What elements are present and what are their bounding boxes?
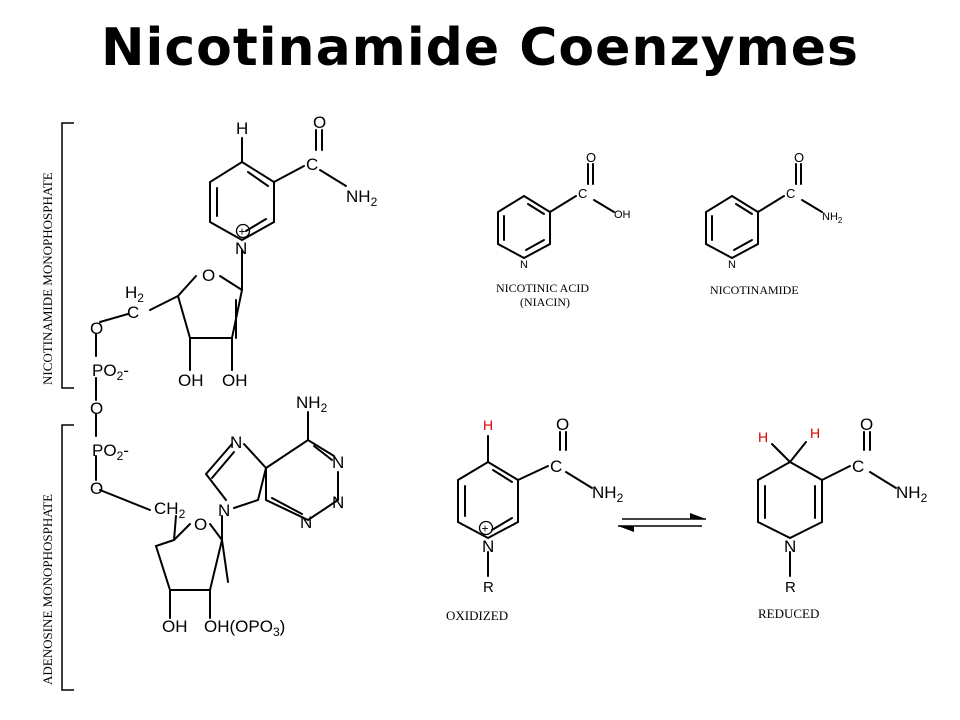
oxidized-label: OXIDIZED xyxy=(446,608,508,623)
nad-n-ad2: N xyxy=(332,453,344,472)
nad-plus-circle xyxy=(235,223,251,239)
oxidized-nh2: NH2 xyxy=(592,483,624,505)
oxidized-n: N xyxy=(482,537,494,556)
nad-ch2-2: CH2 xyxy=(154,499,186,521)
nad-o-ribose1: O xyxy=(202,266,215,285)
reduced-r: R xyxy=(785,579,796,596)
nad-o-link1: O xyxy=(90,319,103,338)
nad-o-ribose2: O xyxy=(194,515,207,534)
nad-plus: + xyxy=(239,225,246,239)
nicotinic-acid-oh: OH xyxy=(614,209,631,221)
nad-n-ad3: N xyxy=(332,493,344,512)
nicotinic-acid-structure xyxy=(497,163,615,260)
nad-oh2b: OH(OPO3) xyxy=(204,617,285,639)
reduced-structure xyxy=(757,431,897,577)
oxidized-c: C xyxy=(550,457,562,476)
nad-o-amide: O xyxy=(313,113,326,132)
nad-ch2-1-h: H2 xyxy=(125,283,144,305)
nicotinic-acid-label-2: (NIACIN) xyxy=(520,295,570,309)
reduced-h2: H xyxy=(810,425,820,441)
equilibrium-arrows xyxy=(618,513,706,532)
page-title: Nicotinamide Coenzymes xyxy=(100,18,860,78)
nad-ch2-1-c: C xyxy=(127,303,139,322)
nad-o-link2: O xyxy=(90,479,103,498)
nad-oh2a: OH xyxy=(162,617,188,636)
nad-oh1b: OH xyxy=(222,371,248,390)
label-adenosine-monophosphate: ADENOSINE MONOPHOSPHATE xyxy=(40,494,55,685)
nad-n-ad4: N xyxy=(300,513,312,532)
nad-h-top: H xyxy=(236,119,248,138)
reduced-n: N xyxy=(784,537,796,556)
oxidized-r: R xyxy=(483,579,494,596)
nad-po2-1: PO2- xyxy=(92,361,129,383)
nad-o-bridge: O xyxy=(90,399,103,418)
reduced-c: C xyxy=(852,457,864,476)
oxidized-h: H xyxy=(483,417,493,433)
oxidized-structure xyxy=(457,431,593,577)
nad-n-ring: N xyxy=(235,239,247,258)
nad-po2-2: PO2- xyxy=(92,441,129,463)
nad-oh1a: OH xyxy=(178,371,204,390)
nicotinic-acid-label-1: NICOTINIC ACID xyxy=(496,281,589,295)
nad-nh2-amide: NH2 xyxy=(346,187,378,209)
nicotinic-acid-o: O xyxy=(586,150,596,165)
nicotinamide-nh2: NH2 xyxy=(822,211,843,225)
reduced-label: REDUCED xyxy=(758,606,819,621)
nad-n-ad5: N xyxy=(218,501,230,520)
bracket-adenosine-monophosphate xyxy=(61,424,74,691)
nicotinamide-c: C xyxy=(786,186,795,201)
reduced-o: O xyxy=(860,415,873,434)
nicotinic-acid-n: N xyxy=(520,259,528,271)
reduced-h1: H xyxy=(758,429,768,445)
bracket-nicotinamide-monophosphate xyxy=(61,122,74,389)
reduced-nh2: NH2 xyxy=(896,483,928,505)
nad-nh2-adenine: NH2 xyxy=(296,393,328,415)
nicotinamide-label: NICOTINAMIDE xyxy=(710,283,799,297)
nicotinamide-o: O xyxy=(794,150,804,165)
nicotinic-acid-c: C xyxy=(578,186,587,201)
oxidized-plus-circle xyxy=(478,520,494,536)
nad-n-ad1: N xyxy=(230,433,242,452)
nad-structure xyxy=(95,129,347,619)
oxidized-plus: + xyxy=(482,522,489,536)
oxidized-o: O xyxy=(556,415,569,434)
nicotinamide-n: N xyxy=(728,259,736,271)
nad-c-amide: C xyxy=(306,155,318,174)
label-nicotinamide-monophosphate: NICOTINAMIDE MONOPHOSPHATE xyxy=(40,172,55,385)
nicotinamide-structure xyxy=(705,163,823,260)
